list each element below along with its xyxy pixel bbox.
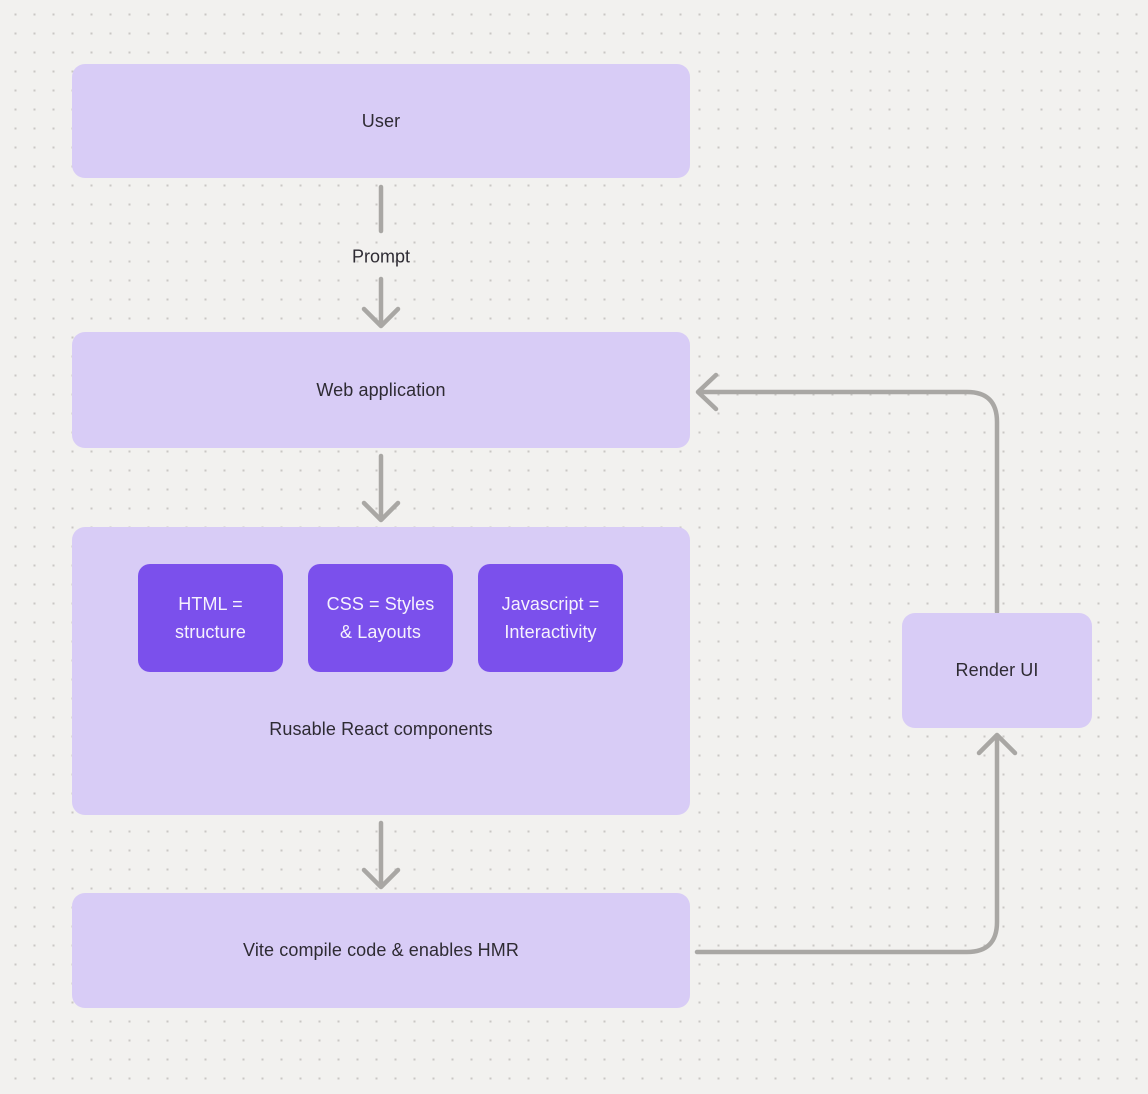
node-css[interactable]: CSS = Styles & Layouts	[308, 564, 453, 672]
node-user-label: User	[361, 110, 401, 131]
arrow-renderui-to-webapp[interactable]	[695, 372, 1000, 615]
node-web-application[interactable]: Web application	[72, 332, 690, 448]
arrow-webapp-to-components[interactable]	[361, 453, 401, 523]
node-css-label: CSS = Styles & Layouts	[326, 594, 435, 642]
node-vite[interactable]: Vite compile code & enables HMR	[72, 893, 690, 1008]
arrow-up-icon	[976, 732, 1018, 756]
arrow-left-icon	[695, 372, 719, 412]
node-javascript[interactable]: Javascript = Interactivity	[478, 564, 623, 672]
arrow-down-icon	[361, 306, 401, 329]
node-user[interactable]: User	[72, 64, 690, 178]
node-vite-label: Vite compile code & enables HMR	[243, 940, 519, 960]
node-javascript-label: Javascript = Interactivity	[501, 594, 600, 642]
edge-label-prompt: Prompt	[351, 246, 411, 267]
node-web-application-label: Web application	[316, 379, 446, 400]
arrow-down-icon	[361, 867, 401, 890]
components-group-caption: Rusable React components	[269, 719, 493, 739]
node-html-label: HTML = structure	[175, 594, 246, 642]
arrow-down-icon	[361, 500, 401, 523]
node-html[interactable]: HTML = structure	[138, 564, 283, 672]
node-render-ui[interactable]: Render UI	[902, 613, 1092, 728]
arrow-vite-to-renderui[interactable]	[694, 732, 1018, 955]
node-components-group[interactable]: HTML = structure CSS = Styles & Layouts …	[72, 527, 690, 815]
node-render-ui-label: Render UI	[955, 660, 1039, 680]
arrow-components-to-vite[interactable]	[361, 820, 401, 890]
